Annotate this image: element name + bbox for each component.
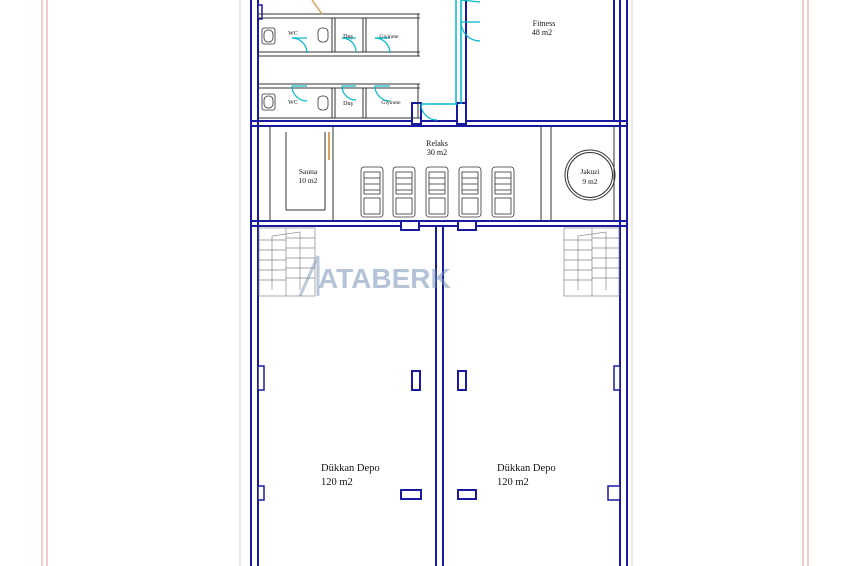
wc-fixtures [261,27,329,111]
jakuzi-area: 9 m2 [582,177,597,186]
depo-right-area: 120 m2 [497,477,529,488]
axis-lines [239,0,633,566]
staircase-right [563,227,620,297]
doors [291,0,481,121]
giyinme-top-label: Giyinme [379,34,399,40]
staircase-left [258,227,316,297]
fitness-area: 48 m2 [532,28,552,37]
depo-left-label: Dükkan Depo [321,463,380,474]
giyinme-bottom-label: Giyinme [381,100,401,106]
lounger [491,166,515,218]
wc-bottom-label: WC [288,100,298,106]
depo-left-area: 120 m2 [321,477,353,488]
jakuzi-label: Jakuzi [580,167,599,176]
lounger [360,166,384,218]
watermark-text: ATABERK [318,263,451,294]
wet-area-partitions [258,0,420,119]
dus-top-label: Duş [343,34,353,40]
sun-loungers [360,166,515,218]
site-boundary [41,0,809,566]
room-labels: Fitness 48 m2 WC Duş Giyinme WC Duş Giyi… [288,19,599,488]
relaks-area [269,126,615,221]
sauna-label: Sauna [299,167,318,176]
lounger [425,166,449,218]
sauna-area: 10 m2 [299,176,318,185]
lounger [392,166,416,218]
relaks-area: 30 m2 [427,148,447,157]
relaks-label: Relaks [426,139,448,148]
wc-top-label: WC [288,31,298,37]
wall-pilasters [257,4,621,501]
outer-walls [250,0,628,566]
columns [400,102,477,500]
jacuzzi-tub [564,149,616,201]
lounger [458,166,482,218]
depo-right-label: Dükkan Depo [497,463,556,474]
dus-bottom-label: Duş [343,101,353,107]
watermark: ATABERK [298,255,451,297]
fitness-label: Fitness [533,19,556,28]
